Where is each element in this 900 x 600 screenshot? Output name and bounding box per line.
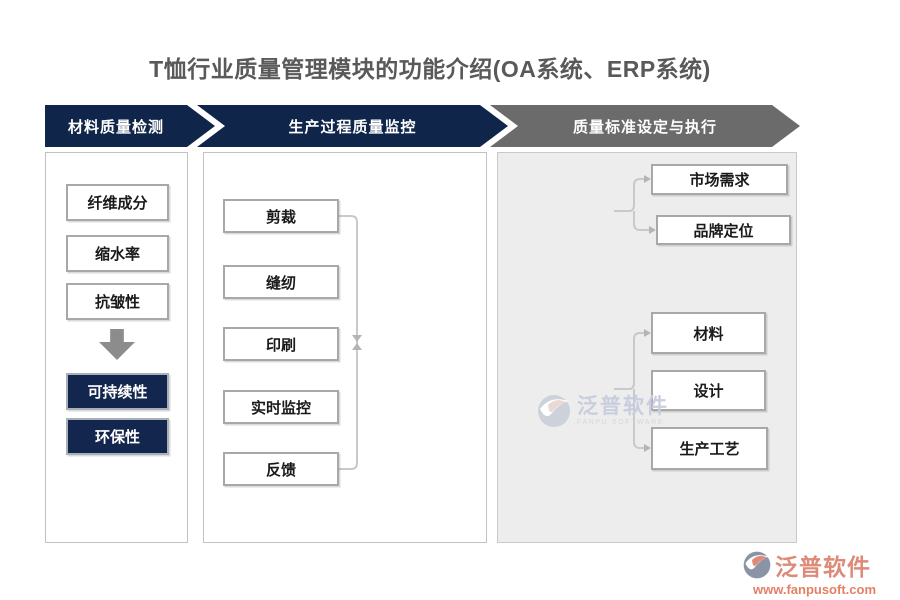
node-cutting: 剪裁 [223,199,339,233]
watermark-logo-icon [538,395,570,427]
watermark-text: 泛普软件 FANPU SOFTWARE [577,396,669,426]
node-market-demand: 市场需求 [651,164,788,195]
node-eco-friendliness: 环保性 [66,418,169,455]
arrowhead-icon [644,175,651,183]
column-material-quality: 纤维成分 缩水率 抗皱性 可持续性 环保性 [45,152,188,543]
node-fiber-composition: 纤维成分 [66,184,169,221]
node-sewing: 缝纫 [223,265,339,299]
arrowhead-icon [644,444,651,452]
down-arrow-icon [99,329,135,360]
node-production-process: 生产工艺 [651,427,768,470]
footer-url: www.fanpusoft.com [752,582,877,597]
banner-label: 材料质量检测 [67,118,164,136]
banner-label: 生产过程质量监控 [288,118,417,136]
watermark-brand: 泛普软件 [577,395,669,418]
node-shrinkage-rate: 缩水率 [66,235,169,272]
banner-quality-standards: 质量标准设定与执行 [490,105,800,147]
node-realtime-monitoring: 实时监控 [223,390,339,424]
banner-production-monitoring: 生产过程质量监控 [197,105,508,147]
fanpu-logo-icon [743,551,771,579]
node-printing: 印刷 [223,327,339,361]
footer-brand-name: 泛普软件 [775,554,871,580]
watermark-subtitle: FANPU SOFTWARE [577,419,665,426]
banner-label: 质量标准设定与执行 [572,118,717,136]
node-wrinkle-resistance: 抗皱性 [66,283,169,320]
arrowhead-icon [649,226,656,234]
node-brand-positioning: 品牌定位 [656,215,791,245]
watermark: 泛普软件 FANPU SOFTWARE [536,393,669,429]
connector-midpoint-icon [352,335,362,350]
column-production-monitoring: 剪裁 缝纫 印刷 实时监控 反馈 [203,152,487,543]
page-title: T恤行业质量管理模块的功能介绍(OA系统、ERP系统) [149,56,711,82]
arrowhead-icon [644,329,651,337]
node-material: 材料 [651,312,766,354]
node-design: 设计 [651,370,766,411]
node-sustainability: 可持续性 [66,373,169,410]
banner-material-quality: 材料质量检测 [45,105,215,147]
footer-brand-block: 泛普软件 www.fanpusoft.com [742,548,887,597]
node-feedback: 反馈 [223,452,339,486]
column-quality-standards: 市场需求 品牌定位 材料 设计 生产工艺 泛普软件 FANPU SOFTWARE [497,152,797,543]
